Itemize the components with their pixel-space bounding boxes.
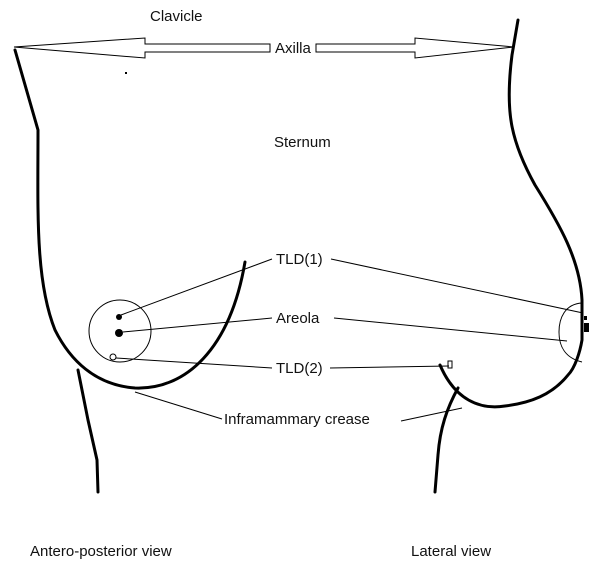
tld2-marker-lateral bbox=[448, 361, 452, 368]
tld2-marker-ap bbox=[110, 354, 116, 360]
label-lateral-view: Lateral view bbox=[411, 543, 491, 560]
lateral-lower-body bbox=[435, 388, 458, 492]
ap-torso-outline bbox=[15, 50, 245, 388]
label-tld1: TLD(1) bbox=[276, 251, 323, 268]
ap-lower-body bbox=[78, 370, 98, 492]
speck bbox=[125, 72, 127, 74]
nipple-marker-ap bbox=[115, 329, 123, 337]
label-sternum: Sternum bbox=[274, 134, 331, 151]
leader-tld1-ap bbox=[121, 259, 272, 315]
axilla-arrow-right bbox=[316, 38, 514, 58]
nipple-marker-lateral bbox=[584, 323, 589, 332]
label-clavicle: Clavicle bbox=[150, 8, 203, 25]
label-ap-view: Antero-posterior view bbox=[30, 543, 172, 560]
leader-areola-ap bbox=[123, 318, 272, 332]
leader-tld2-lateral bbox=[330, 366, 449, 368]
tld1-marker-lateral bbox=[584, 316, 587, 320]
label-axilla: Axilla bbox=[275, 40, 312, 57]
leader-crease-ap bbox=[135, 392, 222, 419]
axilla-arrow-left bbox=[14, 38, 270, 58]
label-areola: Areola bbox=[276, 310, 320, 327]
lateral-torso-outline bbox=[440, 20, 582, 407]
leader-areola-lateral bbox=[334, 318, 567, 341]
leader-tld1-lateral bbox=[331, 259, 583, 313]
label-tld2: TLD(2) bbox=[276, 360, 323, 377]
leader-crease-lateral bbox=[401, 408, 462, 421]
label-inframammary-crease: Inframammary crease bbox=[224, 411, 370, 428]
